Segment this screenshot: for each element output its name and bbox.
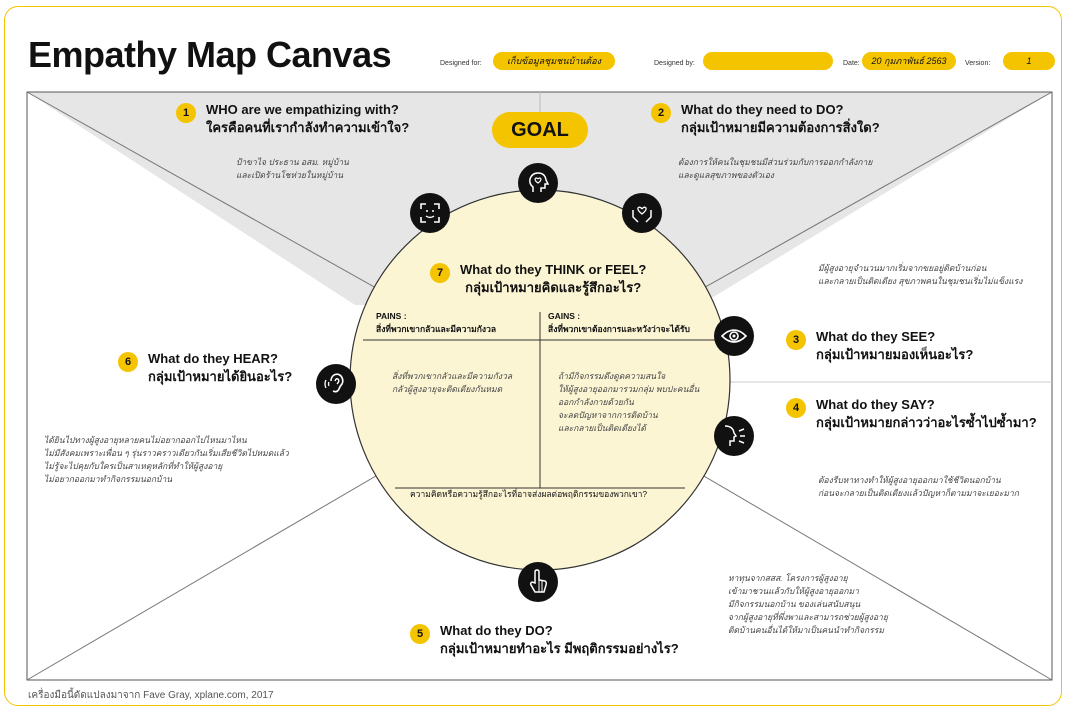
who-question: WHO are we empathizing with? ใครคือคนที่… (206, 101, 409, 137)
need-do-question: What do they need to DO? กลุ่มเป้าหมายมี… (681, 101, 880, 137)
influence-question: ความคิดหรือความรู้สึกอะไรที่อาจส่งผลต่อพ… (410, 489, 648, 499)
say-question-en: What do they SAY? (816, 397, 935, 412)
designed-by-label: Designed by: (654, 60, 695, 67)
do-note: หาทุนจากสสส. โครงการผู้สูงอายุ เข้ามาชวน… (728, 573, 888, 635)
pains-note: สิ่งที่พวกเขากลัวและมีความกังวล กลัวผู้ส… (392, 371, 513, 394)
need-do-question-th: กลุ่มเป้าหมายมีความต้องการสิ่งใด? (681, 120, 880, 135)
canvas-frame (4, 6, 1062, 706)
version-label: Version: (965, 60, 991, 67)
do-question-th: กลุ่มเป้าหมายทำอะไร มีพฤติกรรมอย่างไร? (440, 641, 679, 656)
say-question-th: กลุ่มเป้าหมายกล่าวว่าอะไรซ้ำไปซ้ำมา? (816, 415, 1037, 430)
say-question: What do they SAY? กลุ่มเป้าหมายกล่าวว่าอ… (816, 396, 1037, 432)
version-field[interactable]: 1 (1003, 52, 1055, 70)
do-question: What do they DO? กลุ่มเป้าหมายทำอะไร มีพ… (440, 622, 679, 658)
designed-for-field[interactable]: เก็บข้อมูลชุมชนบ้านต้อง (493, 52, 615, 70)
ear-icon (316, 364, 356, 404)
gains-label: GAINS : สิ่งที่พวกเขาต้องการและหวังว่าจะ… (548, 311, 690, 334)
hear-note: ได้ยินไปทางผู้สูงอายุหลายคนไม่อยากออกไปไ… (44, 435, 289, 484)
number-badge-6: 6 (118, 352, 138, 372)
see-question-th: กลุ่มเป้าหมายมองเห็นอะไร? (816, 347, 974, 362)
think-question-en: What do they THINK or FEEL? (460, 262, 647, 277)
see-note: มีผู้สูงอายุจำนวนมากเริ่มจากขยอยู่ติดบ้า… (818, 263, 1023, 286)
who-question-th: ใครคือคนที่เรากำลังทำความเข้าใจ? (206, 120, 410, 135)
number-badge-4: 4 (786, 398, 806, 418)
hear-question-th: กลุ่มเป้าหมายได้ยินอะไร? (148, 369, 293, 384)
number-badge-1: 1 (176, 103, 196, 123)
need-do-note: ต้องการให้คนในชุมชนมีส่วนร่วมกับการออกกำ… (678, 157, 873, 180)
who-note: ป้าขาไจ ประธาน อสม. หมู่บ้าน และเปิดร้าน… (236, 157, 349, 180)
hear-question-en: What do they HEAR? (148, 351, 278, 366)
number-badge-7: 7 (430, 263, 450, 283)
pointing-hand-icon (518, 562, 558, 602)
focus-face-icon (410, 193, 450, 233)
think-question: What do they THINK or FEEL? กลุ่มเป้าหมา… (460, 261, 646, 297)
pains-label: PAINS : สิ่งที่พวกเขากลัวและมีความกังวล (376, 311, 497, 334)
see-question: What do they SEE? กลุ่มเป้าหมายมองเห็นอะ… (816, 328, 973, 364)
do-question-en: What do they DO? (440, 623, 553, 638)
think-question-th: กลุ่มเป้าหมายคิดและรู้สึกอะไร? (465, 280, 642, 295)
footer-credit: เครื่องมือนี้ดัดแปลงมาจาก Fave Gray, xpl… (28, 690, 274, 701)
number-badge-2: 2 (651, 103, 671, 123)
say-note: ต้องรีบหาทางทำให้ผู้สูงอายุออกมาใช้ชีวิต… (818, 475, 1019, 498)
number-badge-5: 5 (410, 624, 430, 644)
gains-note: ถ้ามีกิจกรรมดึงดูดความสนใจ ให้ผู้สูงอายุ… (558, 371, 700, 433)
hear-question: What do they HEAR? กลุ่มเป้าหมายได้ยินอะ… (148, 350, 292, 386)
designed-by-field[interactable] (703, 52, 833, 70)
date-label: Date: (843, 60, 860, 67)
need-do-question-en: What do they need to DO? (681, 102, 844, 117)
designed-for-label: Designed for: (440, 60, 482, 67)
see-question-en: What do they SEE? (816, 329, 936, 344)
speaking-face-icon (714, 416, 754, 456)
number-badge-3: 3 (786, 330, 806, 350)
head-heart-icon (518, 163, 558, 203)
page-title: Empathy Map Canvas (28, 34, 392, 75)
eye-icon (714, 316, 754, 356)
who-question-en: WHO are we empathizing with? (206, 102, 399, 117)
date-field[interactable]: 20 กุมภาพันธ์ 2563 (862, 52, 956, 70)
hands-heart-icon (622, 193, 662, 233)
goal-badge: GOAL (492, 112, 588, 148)
